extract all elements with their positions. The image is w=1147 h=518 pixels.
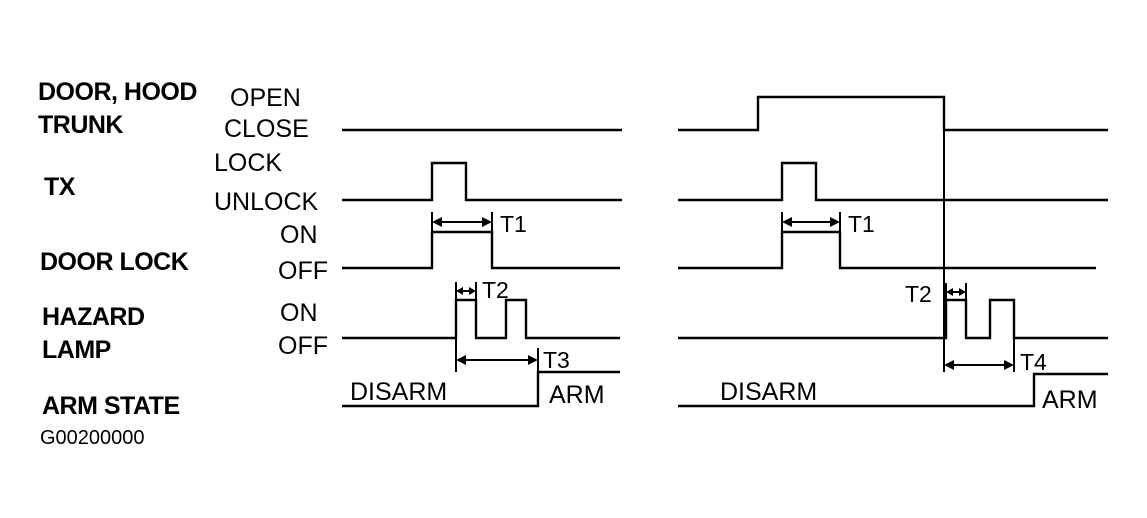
waveform-door-right: [678, 95, 1108, 132]
state-label-door-lock-off: OFF: [278, 257, 328, 285]
timing-label-t2-right: T2: [905, 281, 932, 307]
signal-label-trunk: TRUNK: [38, 111, 123, 139]
state-label-door-lock-on: ON: [280, 221, 318, 249]
timing-marker-t2-left: [455, 282, 477, 300]
signal-label-door-lock: DOOR LOCK: [40, 248, 189, 276]
timing-label-t3-left: T3: [543, 347, 570, 373]
waveform-arm-right: [678, 372, 1108, 408]
arm-state-disarm-left: DISARM: [350, 378, 447, 406]
signal-label-door-hood: DOOR, HOOD: [38, 78, 197, 106]
signal-label-arm-state: ARM STATE: [42, 392, 180, 420]
timing-marker-t2-right: [945, 283, 967, 300]
arm-state-arm-right: ARM: [1042, 386, 1098, 414]
signal-label-tx: TX: [44, 173, 76, 201]
timing-marker-t1-left: [431, 212, 493, 233]
waveform-arm-left: [342, 370, 620, 408]
arm-state-disarm-right: DISARM: [720, 378, 817, 406]
waveform-tx-right: [678, 161, 1108, 202]
state-label-hazard-off: OFF: [278, 332, 328, 360]
state-label-open: OPEN: [230, 84, 301, 112]
state-label-lock: LOCK: [214, 149, 282, 177]
timing-label-t1-left: T1: [500, 211, 527, 237]
state-label-unlock: UNLOCK: [214, 188, 319, 216]
timing-label-t4-right: T4: [1020, 349, 1047, 375]
timing-marker-t3-left: [455, 338, 539, 372]
waveform-door-lock-right: [678, 230, 1096, 270]
figure-code: G00200000: [40, 427, 145, 449]
waveform-hazard-left: [342, 298, 620, 340]
waveform-hazard-right: [678, 298, 1108, 340]
signal-label-lamp: LAMP: [42, 336, 111, 364]
timing-marker-t4-right: [944, 338, 1015, 372]
arm-state-arm-left: ARM: [549, 381, 605, 409]
signal-label-hazard: HAZARD: [42, 303, 145, 331]
timing-label-t2-left: T2: [482, 277, 509, 303]
state-label-hazard-on: ON: [280, 299, 318, 327]
waveform-tx-left: [342, 161, 622, 202]
timing-marker-t1-right: [781, 212, 841, 233]
waveform-door-lock-left: [342, 230, 620, 270]
state-label-close: CLOSE: [224, 115, 309, 143]
timing-label-t1-right: T1: [848, 211, 875, 237]
